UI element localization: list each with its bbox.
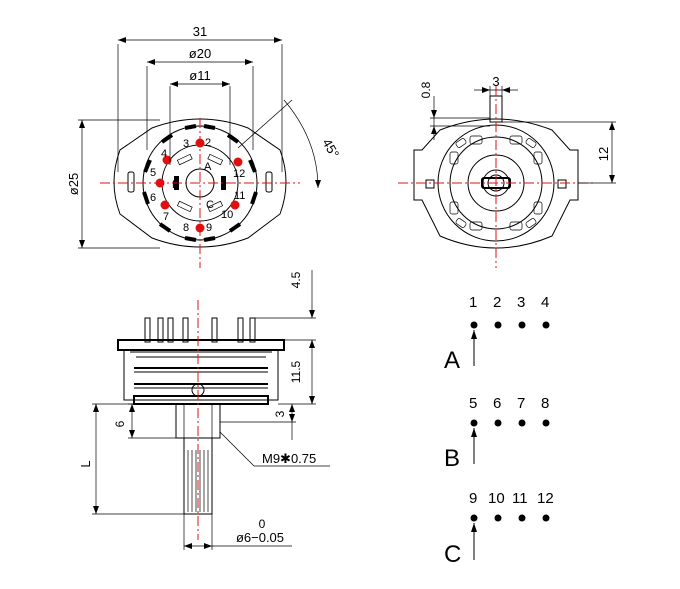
- pin-label-4: 4: [161, 148, 167, 160]
- top-flange-outline: [113, 118, 287, 248]
- terminal-pins: [144, 317, 256, 343]
- dim-body-height: 11.5: [289, 360, 303, 383]
- pin-dot-9: [195, 223, 205, 233]
- dim-bolt-circle: ø20: [189, 46, 211, 61]
- contact-segments: [142, 124, 258, 242]
- dim-thread: M9✱0.75: [262, 451, 316, 466]
- pin-dot-5: [155, 178, 165, 188]
- rear-side-tab-right: [557, 179, 567, 189]
- pin-dot-4: [162, 155, 172, 165]
- schematic-group-c: 9 10 11 12 C: [444, 490, 554, 568]
- right-mount-slot: [265, 171, 273, 193]
- pin-label-9: 9: [206, 222, 212, 234]
- shaft: [183, 437, 213, 515]
- contact-label-11: 11: [512, 490, 528, 507]
- pin-dot-2: [195, 138, 205, 148]
- dim-angle: 45°: [319, 136, 342, 161]
- pin-label-11: 11: [234, 190, 245, 202]
- housing: [123, 349, 279, 401]
- rear-side-tab-left: [425, 179, 435, 189]
- pin-dot-11: [230, 200, 240, 210]
- dim-tab-height: 0.8: [419, 81, 433, 98]
- dim-shaft-len: L: [78, 460, 93, 467]
- pin-dots: [155, 138, 243, 233]
- shaft-knurl: [187, 450, 209, 512]
- pin-label-2: 2: [205, 137, 211, 149]
- contact-label-1: 1: [469, 294, 477, 311]
- rear-slots: [449, 135, 543, 231]
- rear-view: 3 0.8 12: [398, 74, 616, 268]
- pin-label-10: 10: [221, 209, 233, 221]
- dim-offset: 12: [596, 147, 611, 161]
- schematic-group-b: 5 6 7 8 B: [444, 395, 550, 472]
- dim-bushing-step: 3: [273, 410, 287, 417]
- dim-tab-width: 3: [492, 74, 499, 89]
- rear-flange-outline: [413, 118, 579, 249]
- pin-label-5: 5: [150, 167, 156, 179]
- contact-label-2: 2: [493, 294, 501, 311]
- top-view: 1 2 3 4 5 6 7 8 9 10 11 12 A B C 31 ø20: [66, 24, 342, 268]
- top-wafer: [117, 339, 285, 351]
- group-letter-b: B: [444, 445, 460, 472]
- group-letter-a: A: [444, 347, 460, 374]
- schematic-group-a: 1 2 3 4 A: [444, 294, 550, 374]
- dim-pin-height: 4.5: [289, 271, 303, 288]
- dim-shaft-top: 0: [259, 517, 266, 531]
- pin-dot-12: [233, 157, 243, 167]
- contact-label-12: 12: [537, 490, 554, 507]
- dim-hub: ø11: [189, 68, 210, 83]
- contact-label-8: 8: [541, 395, 549, 412]
- pin-label-12: 12: [233, 168, 245, 180]
- section-label-a: A: [204, 161, 212, 173]
- dim-bushing-len: 6: [113, 420, 127, 427]
- contact-label-7: 7: [517, 395, 525, 412]
- contact-label-9: 9: [469, 490, 477, 507]
- contact-label-3: 3: [517, 294, 525, 311]
- contact-label-6: 6: [493, 395, 501, 412]
- pin-label-8: 8: [183, 222, 189, 234]
- contact-label-5: 5: [469, 395, 477, 412]
- dim-shaft-dia: ø6−0.05: [236, 530, 284, 545]
- side-view: 4.5 11.5 3 6 L M9✱0.75: [78, 270, 330, 550]
- pin-label-3: 3: [183, 138, 189, 150]
- contact-label-10: 10: [488, 490, 505, 507]
- section-label-c: C: [206, 199, 214, 211]
- dim-overall-width: 31: [193, 24, 207, 39]
- group-letter-c: C: [444, 541, 461, 568]
- section-label-b: B: [172, 179, 179, 191]
- schematic: 1 2 3 4 A 5 6 7 8 B 9: [444, 294, 554, 568]
- pin-label-6: 6: [150, 192, 156, 204]
- contact-label-4: 4: [541, 294, 549, 311]
- left-mount-slot: [127, 171, 135, 193]
- pin-label-7: 7: [163, 211, 169, 223]
- dim-height: ø25: [66, 173, 81, 195]
- pin-dot-6: [160, 200, 170, 210]
